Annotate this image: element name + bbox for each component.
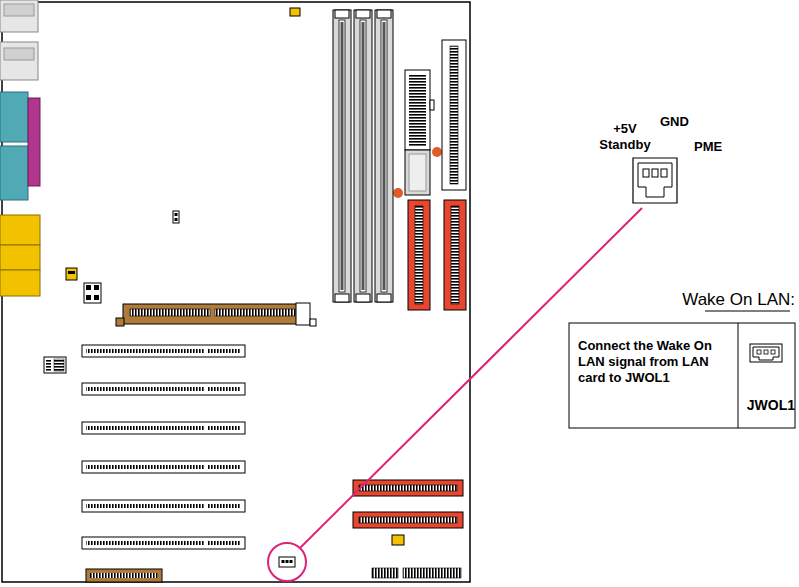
small-parts-part (44, 357, 66, 373)
agp-slot-part (123, 304, 303, 324)
small-parts-part (54, 359, 64, 371)
rear-ports-part (0, 92, 28, 142)
jwol1-on-board-part (268, 543, 306, 581)
atx-power-part (430, 100, 434, 110)
connector-icon-part (771, 350, 775, 354)
small-parts-part (175, 218, 178, 221)
table-cell: JWOL1 (747, 397, 795, 414)
floppy-connector (442, 40, 466, 190)
dimm-slots (333, 10, 393, 302)
atx-power (405, 70, 434, 195)
pci-slots-part (82, 383, 245, 395)
pci-slots-part (82, 461, 245, 473)
atx-power-part (405, 70, 430, 150)
rear-ports-part (4, 48, 34, 60)
ide-connectors-part (408, 200, 430, 310)
bottom-headers-part (90, 573, 158, 578)
table-part (705, 311, 790, 312)
ide-connectors-part (353, 512, 463, 528)
rear-ports-part (0, 146, 28, 200)
small-parts-part (68, 271, 75, 274)
small-parts-part (84, 283, 101, 303)
ide-connectors-part (444, 200, 466, 310)
rear-ports-part (0, 0, 38, 32)
dimm-slots-part (333, 10, 351, 302)
agp-slot-part (310, 319, 316, 326)
connector-icon-part (764, 350, 768, 354)
small-parts-part (66, 268, 77, 280)
table (569, 311, 795, 428)
jwol1-on-board-part (279, 557, 295, 567)
rear-ports-part (28, 98, 40, 186)
connector-enlarged-part (633, 158, 677, 203)
table-cell: Connect the Wake On LAN signal from LAN … (578, 338, 728, 386)
small-parts (44, 8, 442, 545)
floppy-connector-part (450, 46, 458, 184)
board-outline (2, 2, 470, 582)
rear-ports-part (0, 42, 38, 80)
floppy-connector-part (442, 40, 466, 190)
small-parts-part (432, 147, 442, 157)
connector-enlarged (633, 158, 677, 203)
connector-enlarged-part (661, 169, 667, 177)
pci-slots-part (82, 500, 245, 512)
pci-slots-part (82, 422, 245, 434)
rear-ports-part (4, 4, 34, 16)
connector-enlarged-part (638, 163, 672, 197)
agp-slot-part (296, 303, 310, 325)
small-parts-part (175, 213, 178, 216)
connector-icon-part (750, 344, 782, 362)
connector-enlarged-part (643, 169, 649, 177)
jwol1-on-board-part (290, 560, 293, 563)
atx-power-part (409, 74, 426, 146)
pin-name: GND (660, 114, 689, 130)
atx-power-part (409, 154, 426, 191)
bottom-headers-part (403, 568, 461, 578)
connector-icon-part (753, 347, 779, 360)
rear-ports (0, 0, 40, 296)
agp-slot (116, 303, 316, 326)
section-heading: Wake On LAN: (682, 290, 795, 310)
small-parts-part (46, 359, 51, 371)
small-parts-part (392, 535, 404, 545)
small-parts-part (94, 285, 99, 290)
bottom-headers-part (372, 568, 398, 578)
table-part (569, 323, 795, 428)
dimm-slots-part (354, 10, 372, 302)
pin-name: +5V Standby (596, 121, 654, 153)
jwol1-on-board-part (282, 560, 285, 563)
agp-slot-part (215, 309, 295, 316)
small-parts-part (94, 295, 99, 300)
agp-slot-part (116, 318, 124, 326)
small-parts-part (393, 188, 403, 198)
rear-ports-part (0, 245, 40, 270)
connector-enlarged-part (652, 169, 658, 177)
bottom-headers-part (86, 569, 162, 582)
small-parts-part (173, 211, 179, 223)
jwol1-on-board-part (286, 560, 289, 563)
pci-slots (82, 345, 245, 549)
rear-ports-part (0, 215, 40, 245)
rear-ports-part (0, 270, 40, 296)
small-parts-part (290, 8, 300, 16)
dimm-slots-part (375, 10, 393, 302)
atx-power-part (405, 150, 430, 195)
pin-name: PME (694, 139, 722, 155)
connector-icon (750, 344, 782, 362)
ide-connectors-part (353, 480, 463, 496)
jwol1-on-board (268, 543, 306, 581)
agp-slot-part (130, 309, 210, 316)
small-parts-part (86, 295, 91, 300)
connector-icon-part (757, 350, 761, 354)
pci-slots-part (82, 537, 245, 549)
pci-slots-part (82, 345, 245, 357)
small-parts-part (86, 285, 91, 290)
table-part (738, 323, 739, 428)
